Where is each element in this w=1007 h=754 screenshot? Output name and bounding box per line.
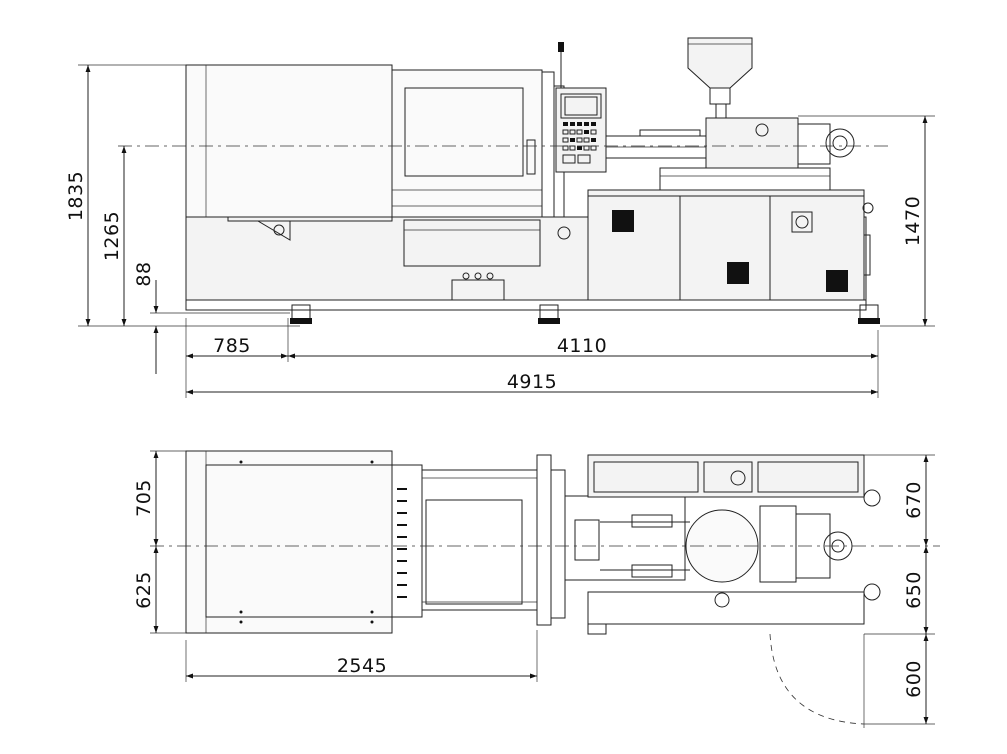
oil-tank	[403, 219, 541, 267]
leveling-feet	[290, 304, 880, 324]
dim-label-1470: 1470	[902, 196, 924, 246]
dim-label-705: 705	[133, 479, 155, 517]
dim-label-625: 625	[133, 571, 155, 609]
panel-screen	[560, 93, 602, 119]
dim-label-4110: 4110	[557, 335, 607, 357]
cabinet-label-1	[612, 210, 634, 232]
main-switch	[791, 211, 813, 233]
door-swing-arc	[769, 633, 865, 725]
safety-door	[391, 69, 543, 218]
cabinet-label-3	[826, 270, 848, 292]
injection-carriage-top	[564, 495, 686, 581]
dim-label-1835: 1835	[65, 171, 87, 221]
material-hopper	[687, 37, 753, 89]
dim-label-785: 785	[213, 335, 251, 357]
dim-label-1265: 1265	[101, 211, 123, 261]
injection-motor	[825, 128, 855, 158]
dim-label-88: 88	[133, 261, 155, 286]
dim-label-600: 600	[903, 660, 925, 698]
vent-slots	[397, 488, 407, 598]
dim-label-650: 650	[903, 571, 925, 609]
dim-label-4915: 4915	[507, 371, 557, 393]
electrical-cabinet-top	[587, 454, 865, 498]
dim-label-2545: 2545	[337, 655, 387, 677]
panel-keys	[562, 122, 597, 164]
mold-area	[421, 469, 538, 611]
clamp-cover	[185, 64, 393, 218]
signal-light	[558, 42, 564, 52]
dim-label-670: 670	[903, 481, 925, 519]
injection-unit	[705, 117, 799, 169]
front-view: 1835 1265 88 1470 785 4110 4915	[65, 37, 935, 398]
clamp-cover-top	[185, 450, 393, 634]
cabinet-label-2	[727, 262, 749, 284]
top-view: 705 625 670 650 600 2545	[133, 450, 940, 728]
door-window	[404, 87, 524, 177]
front-extension-lines	[78, 64, 935, 398]
base-skid	[185, 299, 867, 311]
electrical-cabinet	[587, 189, 865, 301]
